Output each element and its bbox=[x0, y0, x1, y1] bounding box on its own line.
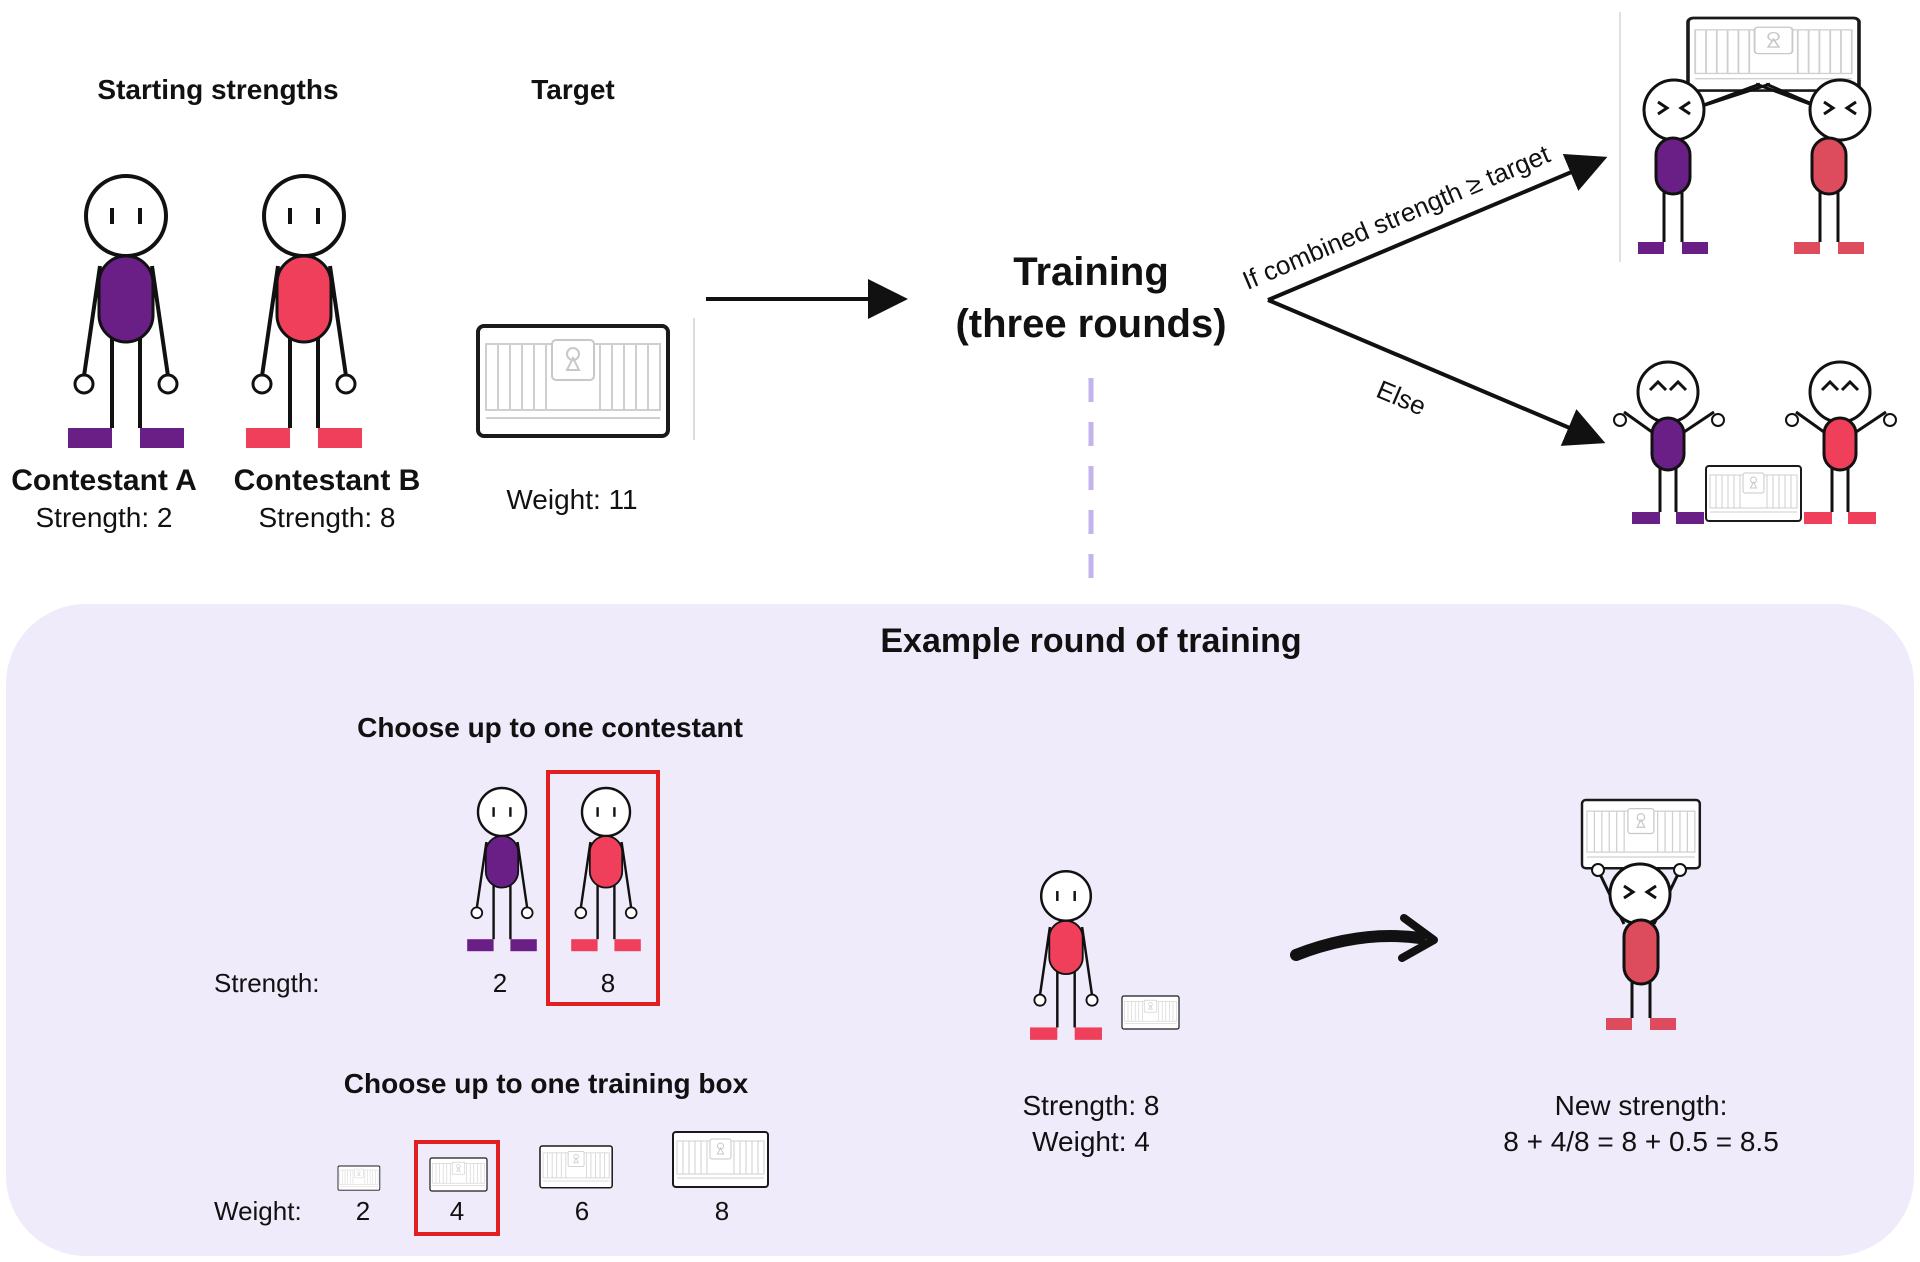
choose-box-heading: Choose up to one training box bbox=[343, 1068, 749, 1099]
box-weight-2: 2 bbox=[355, 1196, 371, 1226]
strength-label: Strength: bbox=[214, 968, 320, 998]
example-contestant-a-icon bbox=[466, 786, 538, 953]
else-outcome-icon bbox=[1613, 360, 1897, 524]
box-weight-6: 6 bbox=[574, 1196, 590, 1226]
example-title: Example round of training bbox=[880, 622, 1302, 660]
example-panel bbox=[6, 604, 1914, 1256]
contestant-value-b: 8 bbox=[600, 968, 616, 998]
target-heading: Target bbox=[531, 74, 615, 105]
target-box-icon bbox=[476, 324, 670, 438]
training-title: Training bbox=[1013, 250, 1169, 294]
training-subtitle: (three rounds) bbox=[955, 302, 1227, 346]
choose-contestant-heading: Choose up to one contestant bbox=[357, 712, 743, 743]
selected-box-highlight bbox=[414, 1140, 500, 1236]
example-contestant-b-icon bbox=[570, 786, 642, 953]
contestant-a-figure-icon bbox=[66, 174, 186, 450]
weight-label: Weight: bbox=[214, 1196, 302, 1226]
lifting-figure-icon bbox=[1580, 798, 1702, 1030]
box-weight-2-icon bbox=[337, 1165, 381, 1191]
selected-contestant-highlight bbox=[546, 770, 660, 1006]
starting-strengths-heading: Starting strengths bbox=[97, 74, 339, 105]
contestant-a-name: Contestant A bbox=[11, 464, 197, 497]
middle-contestant-icon bbox=[1028, 869, 1104, 1042]
curved-arrow-icon bbox=[1290, 930, 1426, 961]
success-outcome-icon bbox=[1619, 12, 1872, 262]
new-strength-formula: 8 + 4/8 = 8 + 0.5 = 8.5 bbox=[1503, 1126, 1779, 1157]
contestant-value-a: 2 bbox=[492, 968, 508, 998]
else-arrow-icon bbox=[1267, 298, 1606, 446]
middle-strength: Strength: 8 bbox=[1022, 1090, 1160, 1121]
box-weight-8-icon bbox=[672, 1131, 769, 1188]
new-strength-label: New strength: bbox=[1554, 1090, 1728, 1121]
middle-box-icon bbox=[1121, 995, 1180, 1030]
middle-weight: Weight: 4 bbox=[1032, 1126, 1150, 1157]
box-weight-8: 8 bbox=[714, 1196, 730, 1226]
contestant-b-strength: Strength: 8 bbox=[258, 502, 396, 533]
box-weight-6-icon bbox=[539, 1145, 613, 1189]
success-arrow-icon bbox=[1267, 154, 1608, 302]
box-weight-4-icon bbox=[429, 1157, 488, 1192]
contestant-b-figure-icon bbox=[244, 174, 364, 450]
contestant-b-name: Contestant B bbox=[233, 464, 421, 497]
contestant-a-strength: Strength: 2 bbox=[35, 502, 173, 533]
box-weight-4: 4 bbox=[449, 1196, 465, 1226]
target-weight: Weight: 11 bbox=[506, 484, 638, 515]
